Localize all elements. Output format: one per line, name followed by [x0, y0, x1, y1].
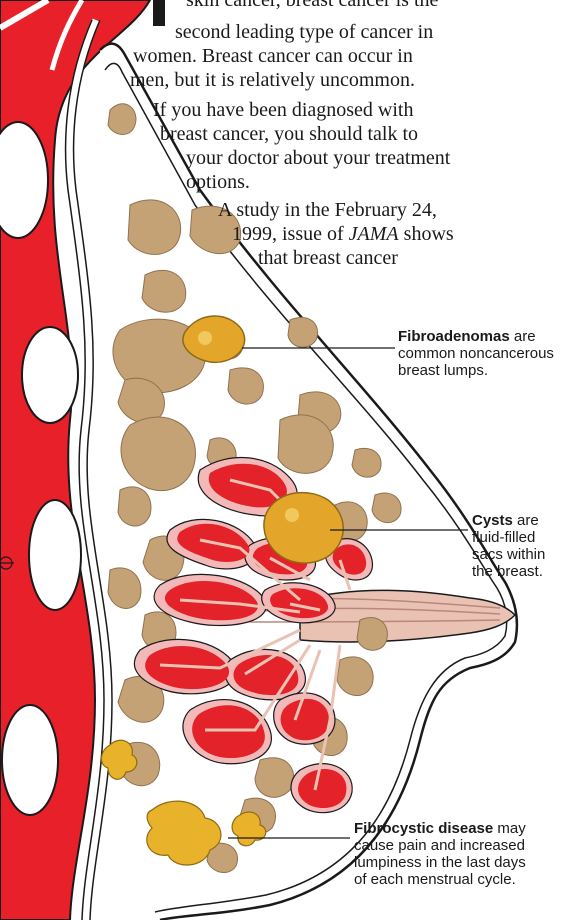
- callout-fibroadenomas: Fibroadenomas are common noncancerous br…: [398, 328, 554, 379]
- callout-line: breast lumps.: [398, 362, 554, 379]
- callout-term: Fibroadenomas: [398, 328, 510, 345]
- journal-name: JAMA: [349, 223, 399, 245]
- callout-text: are: [510, 328, 536, 345]
- text-line: skin cancer, breast cancer is the: [186, 0, 438, 12]
- fibroadenoma: [183, 316, 245, 362]
- callout-fibrocystic: Fibrocystic disease may cause pain and i…: [354, 820, 526, 888]
- rib: [2, 705, 58, 815]
- text-line: If you have been diagnosed with: [153, 98, 413, 122]
- cyst: [264, 493, 343, 563]
- text-line: your doctor about your treatment: [186, 146, 450, 170]
- callout-line: Fibrocystic disease may: [354, 820, 526, 837]
- callout-line: common noncancerous: [398, 345, 554, 362]
- callout-text: may: [493, 820, 526, 837]
- text-line: that breast cancer: [258, 246, 398, 270]
- text-line: women. Breast cancer can occur in: [133, 44, 413, 68]
- callout-line: of each menstrual cycle.: [354, 871, 526, 888]
- callout-cysts: Cysts are fluid-filled sacs within the b…: [472, 512, 545, 580]
- rib: [29, 500, 81, 610]
- callout-line: fluid-filled: [472, 529, 545, 546]
- text-line: 1999, issue of JAMA shows: [232, 222, 454, 246]
- callout-line: Cysts are: [472, 512, 545, 529]
- callout-term: Cysts: [472, 512, 513, 529]
- rib: [22, 327, 78, 423]
- text-line: breast cancer, you should talk to: [160, 122, 418, 146]
- callout-line: sacs within: [472, 546, 545, 563]
- text-line: second leading type of cancer in: [175, 20, 433, 44]
- callout-line: lumpiness in the last days: [354, 854, 526, 871]
- callout-line: the breast.: [472, 563, 545, 580]
- callout-text: are: [513, 512, 539, 529]
- callout-line: Fibroadenomas are: [398, 328, 554, 345]
- drop-cap-fragment: [153, 0, 165, 26]
- text-line: options.: [186, 170, 250, 194]
- callout-line: cause pain and increased: [354, 837, 526, 854]
- callout-term: Fibrocystic disease: [354, 820, 493, 837]
- text-line: men, but it is relatively uncommon.: [130, 68, 415, 92]
- text-fragment: shows: [399, 223, 454, 245]
- text-fragment: 1999, issue of: [232, 223, 349, 245]
- text-line: A study in the February 24,: [218, 198, 437, 222]
